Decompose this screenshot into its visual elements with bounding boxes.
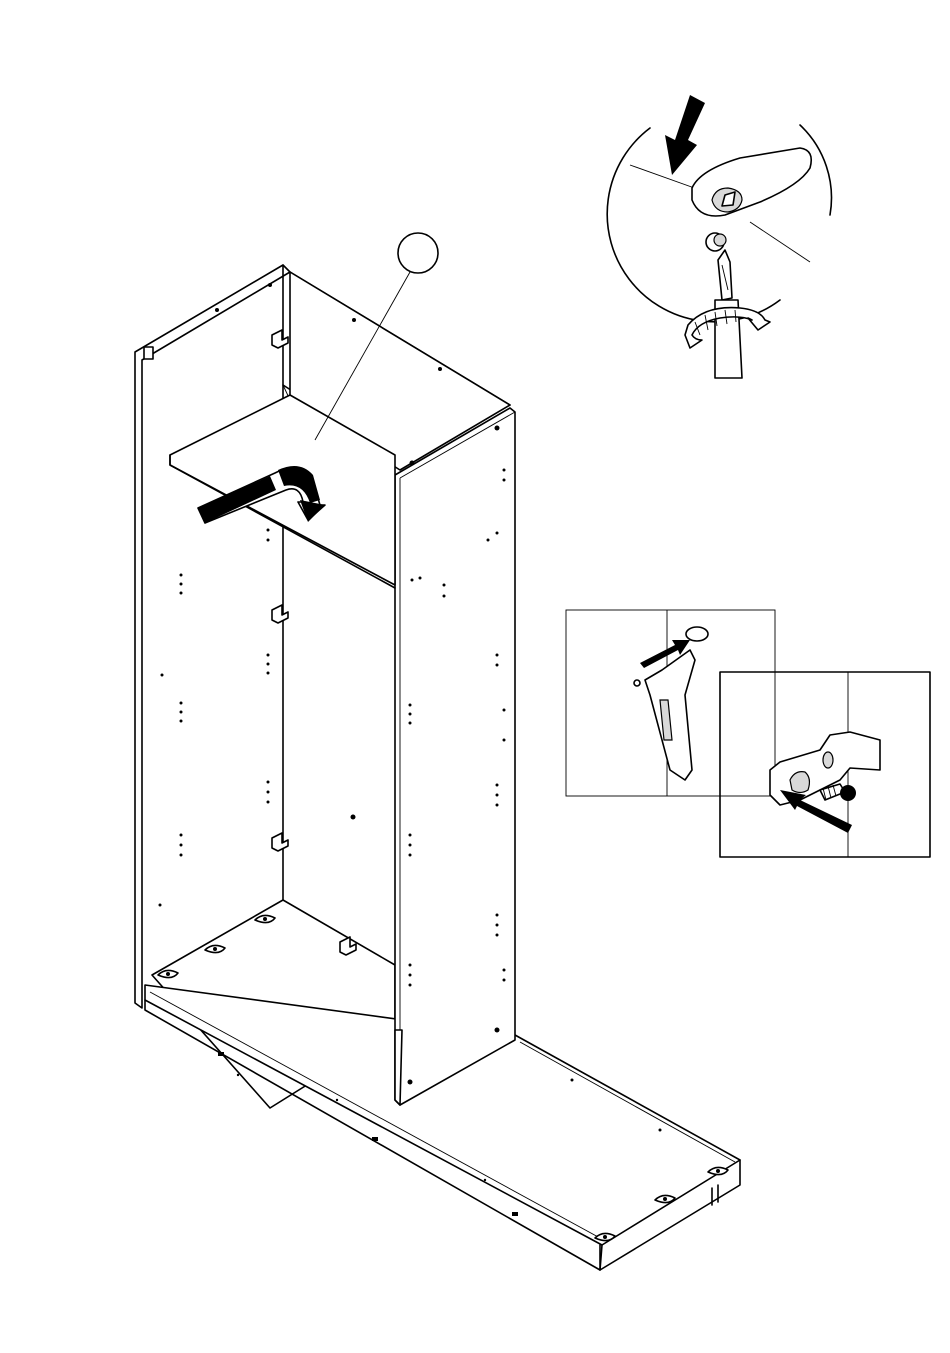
right-side-panel (395, 408, 515, 1105)
screw-detail (720, 672, 930, 857)
cam-lock-detail (607, 95, 831, 378)
left-side-panel (135, 265, 290, 1008)
wardrobe-carcass (135, 233, 740, 1270)
callout-circle (398, 233, 438, 273)
shelf-support-detail (566, 610, 775, 796)
down-arrow-icon (665, 95, 705, 175)
